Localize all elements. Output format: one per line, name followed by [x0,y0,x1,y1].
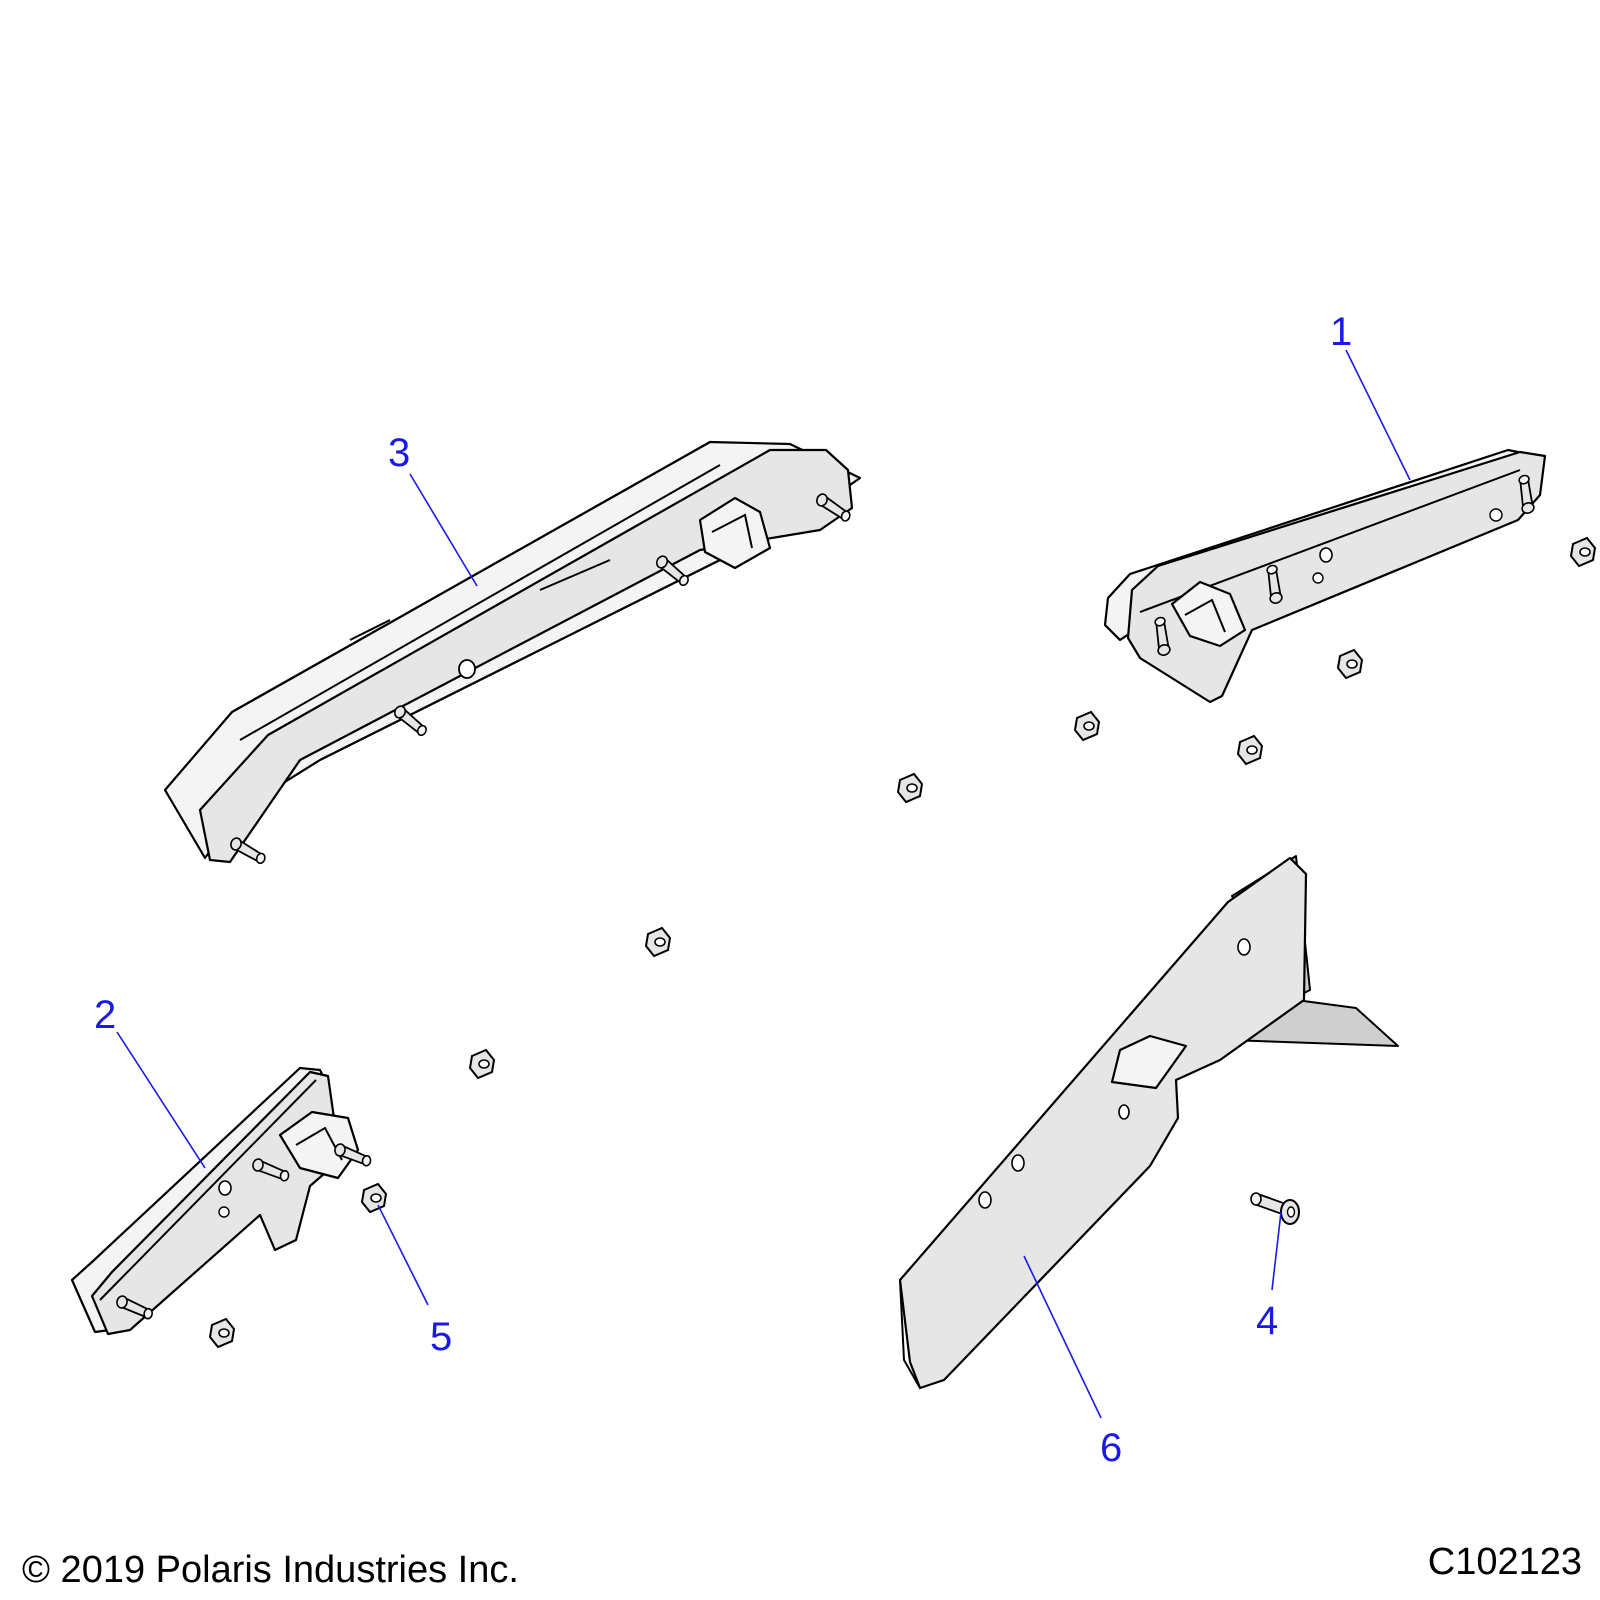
figure-id: C102123 [1427,1541,1582,1583]
tail-light-right [1103,448,1547,704]
nut [1337,649,1363,679]
nut [361,1183,387,1213]
nut [1570,537,1596,567]
screw [1250,1192,1300,1225]
nut [209,1318,235,1348]
tail-light-left [163,440,862,866]
callout-3: 3 [388,431,410,475]
bracket [898,855,1399,1390]
callout-numbers: 1 2 3 4 5 6 [94,310,1352,1470]
nut [1237,735,1263,765]
nut [469,1049,495,1079]
callout-leaders [116,349,1411,1419]
leader-5 [377,1204,429,1306]
leader-1 [1345,349,1411,481]
nut [645,927,671,957]
callout-4: 4 [1256,1299,1278,1343]
copyright-text: © 2019 Polaris Industries Inc. [22,1549,519,1591]
callout-2: 2 [94,993,116,1037]
leader-6 [1023,1255,1102,1419]
callout-5: 5 [430,1315,452,1359]
leader-3 [409,473,478,587]
leader-4 [1271,1211,1282,1291]
callout-1: 1 [1330,310,1352,354]
tail-light-small [70,1066,374,1336]
leader-2 [116,1031,206,1169]
callout-6: 6 [1100,1426,1122,1470]
nut [1074,711,1100,741]
nut [897,773,923,803]
